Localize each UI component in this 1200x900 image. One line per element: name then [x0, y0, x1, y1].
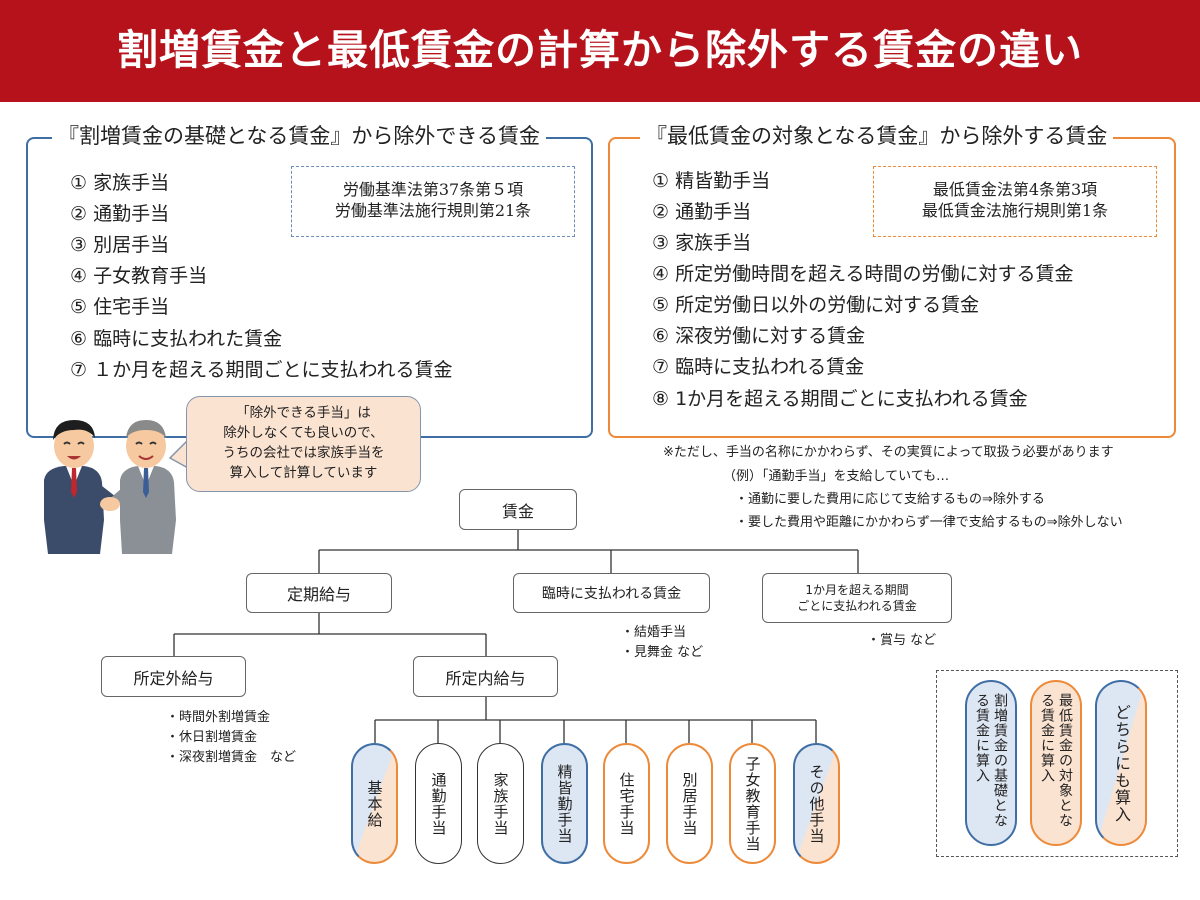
right-item: ⑧ 1か月を超える期間ごとに支払われる賃金 [652, 388, 1028, 410]
law-line: 労働基準法第37条第５項 [342, 180, 524, 199]
monthly-line: ごとに支払われる賃金 [797, 599, 917, 613]
tree-regular-pay: 定期給与 [246, 573, 392, 613]
note-not-excluded: ・要した費用や距離にかかわらず一律で支給するもの⇒除外しない [735, 515, 1123, 530]
note-excluded: ・通勤に要した費用に応じて支給するもの⇒除外する [735, 492, 1045, 507]
right-item: ⑥ 深夜労働に対する賃金 [652, 325, 866, 347]
leaf-label: 住宅手当 [617, 771, 636, 836]
legend-overtime-base: 割増賃金の基礎となる賃金に算入 [965, 680, 1017, 846]
leaf-label: その他手当 [807, 763, 826, 844]
leaf-education-allowance: 子女教育手当 [729, 743, 776, 864]
legend-label: 割増賃金の基礎となる賃金に算入 [974, 693, 1008, 828]
law-line: 最低賃金法施行規則第1条 [921, 201, 1109, 220]
leaf-separation-allowance: 別居手当 [666, 743, 713, 864]
leaf-label: 別居手当 [680, 771, 699, 836]
leaf-other-allowance: その他手当 [793, 743, 840, 864]
bubble-line: 算入して計算しています [229, 465, 378, 481]
temporary-example: ・見舞金 など [621, 645, 704, 660]
legend-both: どちらにも算入 [1095, 680, 1147, 846]
right-item: ③ 家族手当 [652, 232, 752, 254]
bubble-line: 除外しなくても良いので、 [223, 425, 384, 441]
monthly-example: ・賞与 など [867, 633, 937, 648]
leaf-attendance-allowance: 精皆勤手当 [541, 743, 588, 864]
left-item: ② 通勤手当 [70, 203, 170, 225]
left-item: ③ 別居手当 [70, 234, 170, 256]
speech-bubble: 「除外できる手当」は 除外しなくても良いので、 うちの会社では家族手当を 算入し… [186, 396, 421, 492]
right-item: ① 精皆勤手当 [652, 170, 771, 192]
right-item: ⑦ 臨時に支払われる賃金 [652, 356, 865, 378]
non-scheduled-example: ・休日割増賃金 [166, 730, 258, 745]
leaf-commute-allowance: 通勤手当 [415, 743, 462, 864]
legend-label: どちらにも算入 [1112, 703, 1131, 823]
non-scheduled-example: ・深夜割増賃金 など [166, 750, 297, 765]
left-law-reference: 労働基準法第37条第５項 労働基準法施行規則第21条 [291, 166, 575, 237]
businessman-left-icon [44, 420, 120, 554]
leaf-label: 基本給 [365, 779, 384, 828]
legend-label: 最低賃金の対象となる賃金に算入 [1039, 693, 1073, 828]
handshake-illustration-icon [44, 420, 176, 554]
tree-monthly-pay: 1か月を超える期間 ごとに支払われる賃金 [762, 573, 952, 623]
law-line: 最低賃金法第4条第3項 [932, 180, 1098, 199]
leaf-label: 子女教育手当 [743, 755, 762, 852]
page-title: 割増賃金と最低賃金の計算から除外する賃金の違い [117, 26, 1083, 74]
law-line: 労働基準法施行規則第21条 [334, 201, 532, 220]
tree-temporary-pay: 臨時に支払われる賃金 [513, 573, 710, 613]
left-item: ① 家族手当 [70, 172, 170, 194]
bubble-line: 「除外できる手当」は [236, 405, 371, 421]
note-caveat: ※ただし、手当の名称にかかわらず、その実質によって取扱う必要があります [663, 445, 1114, 460]
right-law-reference: 最低賃金法第4条第3項 最低賃金法施行規則第1条 [873, 166, 1157, 237]
leaf-label: 通勤手当 [429, 771, 448, 836]
right-item: ⑤ 所定労働日以外の労働に対する賃金 [652, 294, 980, 316]
right-item: ② 通勤手当 [652, 201, 752, 223]
leaf-basic-salary: 基本給 [351, 743, 398, 864]
bubble-tail-icon [168, 439, 189, 469]
legend-box [936, 670, 1178, 857]
leaf-label: 家族手当 [491, 771, 510, 836]
tree-non-scheduled-pay: 所定外給与 [101, 656, 246, 697]
left-item: ⑤ 住宅手当 [70, 296, 170, 318]
leaf-label: 精皆勤手当 [555, 763, 574, 844]
title-banner [0, 0, 1200, 102]
right-item: ④ 所定労働時間を超える時間の労働に対する賃金 [652, 263, 1074, 285]
tree-root-wages: 賃金 [459, 489, 577, 530]
legend-minimum-wage: 最低賃金の対象となる賃金に算入 [1030, 680, 1082, 846]
monthly-line: 1か月を超える期間 [805, 583, 909, 597]
note-example: （例）「通勤手当」を支給していても… [723, 469, 950, 484]
tree-scheduled-pay: 所定内給与 [413, 656, 558, 697]
temporary-example: ・結婚手当 [621, 625, 687, 640]
bubble-line: うちの会社では家族手当を [222, 445, 385, 461]
left-item: ④ 子女教育手当 [70, 265, 208, 287]
left-item: ⑦ １か月を超える期間ごとに支払われる賃金 [70, 359, 453, 381]
leaf-housing-allowance: 住宅手当 [603, 743, 650, 864]
right-panel-title: 『最低賃金の対象となる賃金』から除外する賃金 [640, 122, 1114, 150]
left-panel-title: 『割増賃金の基礎となる賃金』から除外できる賃金 [52, 122, 546, 150]
leaf-family-allowance: 家族手当 [477, 743, 524, 864]
non-scheduled-example: ・時間外割増賃金 [166, 710, 271, 725]
left-item: ⑥ 臨時に支払われた賃金 [70, 328, 283, 350]
handshake-hands-icon [100, 497, 120, 511]
